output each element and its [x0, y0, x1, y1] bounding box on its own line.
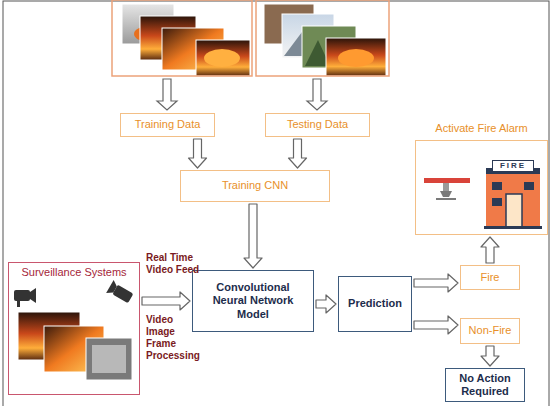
box-text: Prediction	[348, 297, 402, 310]
box-text: Training Data	[135, 118, 201, 131]
process-box: Prediction	[338, 276, 412, 332]
data-box: Training Data	[120, 113, 215, 137]
flow-arrow	[316, 295, 336, 313]
outcome-box: Fire	[460, 265, 520, 290]
box-text: Fire	[481, 271, 500, 284]
data-box: Testing Data	[265, 113, 370, 137]
outer-frame	[3, 1, 549, 406]
process-box: Training CNN	[180, 170, 330, 202]
box-text: Activate Fire Alarm	[415, 122, 548, 135]
action-frame	[415, 140, 548, 235]
sign-text: FIRE	[492, 160, 534, 172]
outcome-box: Non-Fire	[460, 318, 520, 344]
source-box: Surveillance Systems	[8, 262, 140, 395]
flow-arrow	[244, 204, 262, 268]
surveillance-illustration	[14, 280, 134, 380]
box-text: Testing Data	[287, 118, 348, 131]
flow-arrow	[414, 316, 458, 334]
flow-arrow	[414, 274, 458, 292]
action-box: Activate Fire Alarm	[415, 122, 548, 235]
photo-arrow	[307, 79, 327, 110]
flow-arrow	[189, 139, 207, 168]
flow-label: Real Time Video Feed	[146, 252, 202, 276]
testing-photos	[264, 4, 386, 76]
flow-arrow	[142, 292, 190, 310]
box-text: Surveillance Systems	[9, 266, 139, 279]
model-box: Convolutional Neural Network Model	[192, 270, 314, 332]
photo-arrow	[157, 79, 177, 110]
box-text: No Action Required	[451, 372, 519, 398]
alarm-illustration	[424, 168, 542, 229]
flow-label: Video Image Frame Processing	[146, 314, 202, 362]
testing-photo-frame	[256, 0, 389, 76]
box-text: Training CNN	[222, 179, 288, 192]
flow-arrow	[481, 346, 499, 366]
box-text: Non-Fire	[469, 324, 512, 337]
flow-arrow	[481, 237, 499, 263]
flow-arrow	[289, 139, 307, 168]
training-photos	[122, 4, 250, 76]
training-photo-frame	[112, 0, 252, 76]
box-text: Convolutional Neural Network Model	[198, 281, 308, 321]
action-box: No Action Required	[445, 368, 525, 402]
